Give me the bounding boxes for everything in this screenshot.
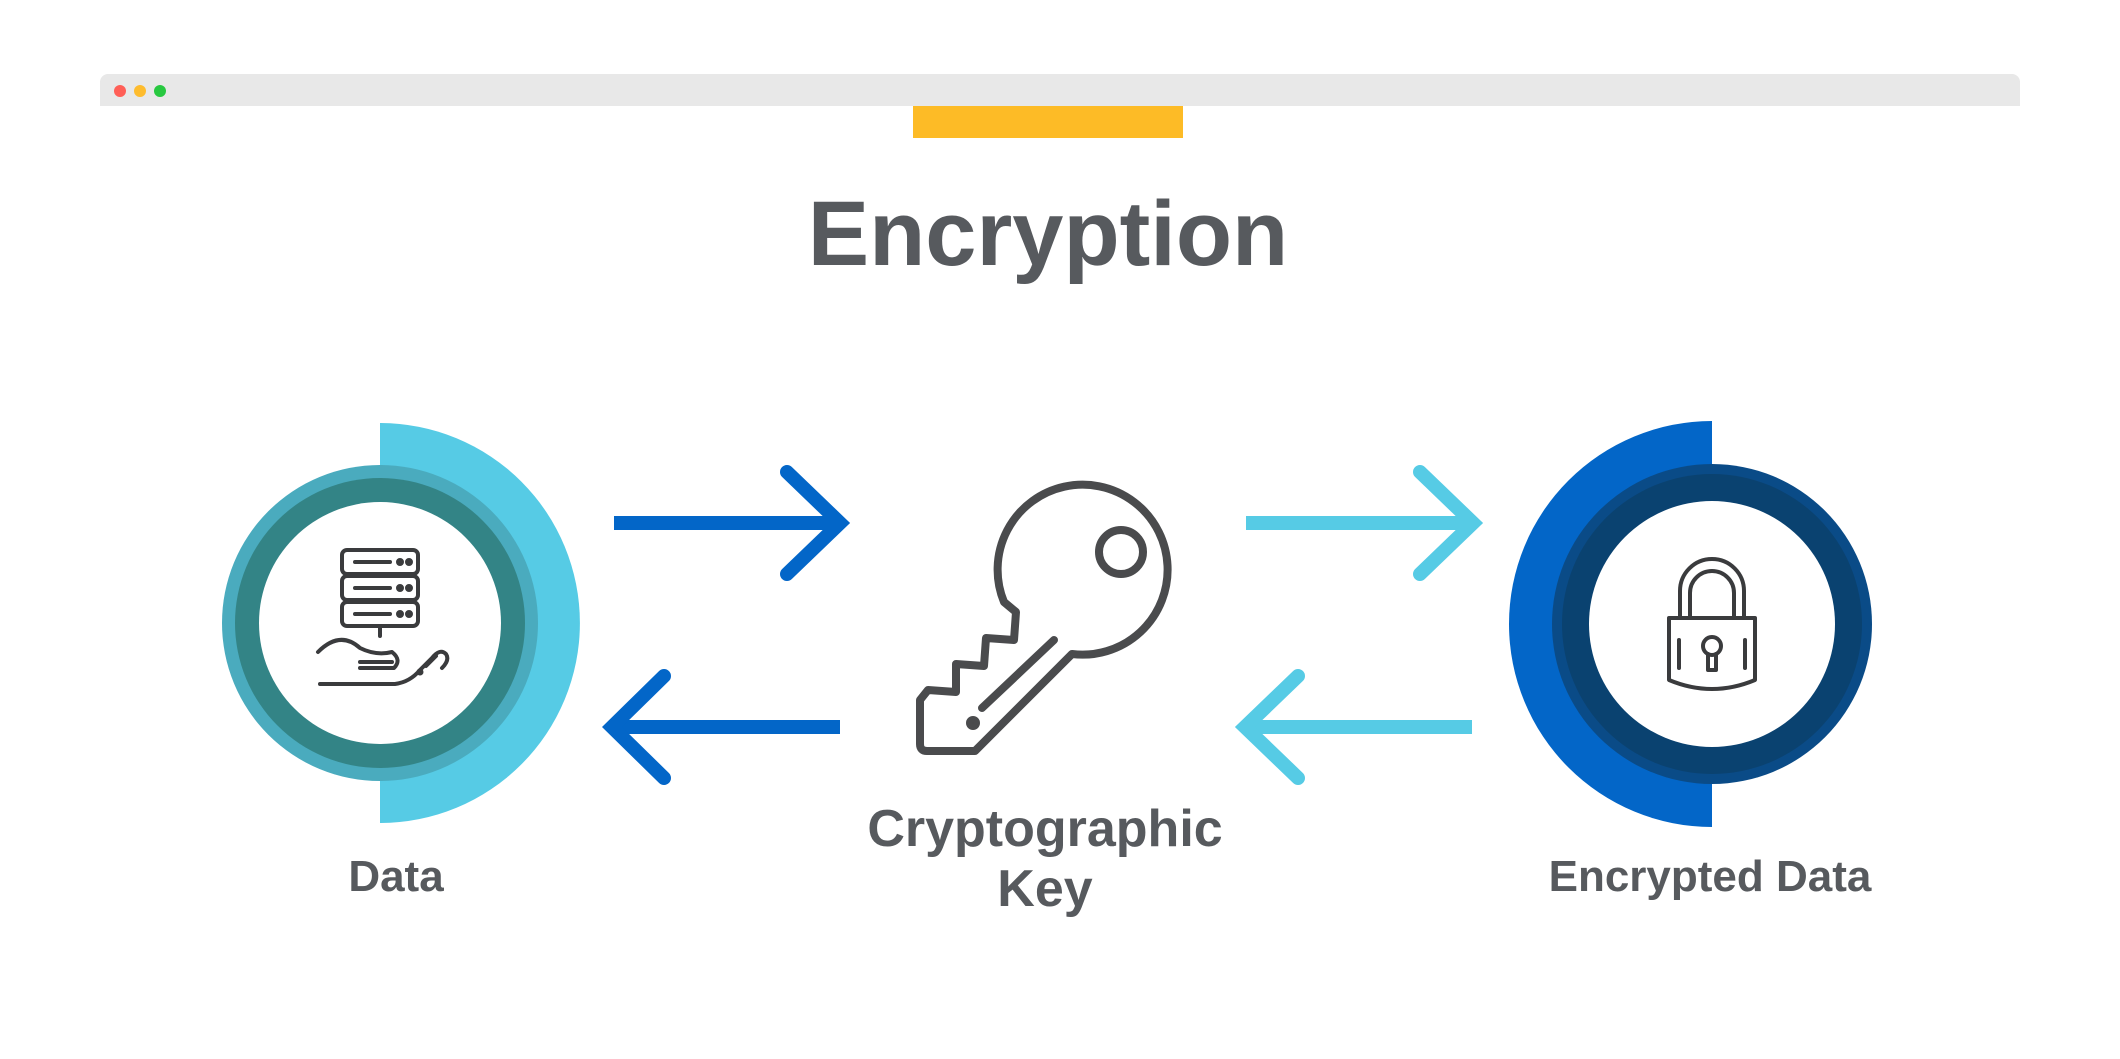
arrow-key-to-data [602,669,840,785]
window-minimize-dot[interactable] [134,85,146,97]
data-node-center [259,502,501,744]
page-title: Encryption [807,183,1289,285]
window-close-dot[interactable] [114,85,126,97]
cryptographic-key-label: Cryptographic Key [800,800,1290,920]
cryptographic-key-label-line2: Key [997,859,1093,918]
arrow-encrypted-to-key [1234,669,1472,785]
encrypted-data-node [1509,421,1872,827]
cryptographic-key-label-line1: Cryptographic [867,800,1223,858]
encrypted-data-label: Encrypted Data [1548,852,1872,901]
key-icon [916,480,1172,755]
browser-title-bar [100,74,2020,106]
arrow-data-to-key [614,465,851,581]
arrow-key-to-encrypted [1246,465,1484,581]
server-hand-icon [316,548,450,686]
padlock-icon [1667,557,1757,691]
data-node [222,423,580,823]
data-label: Data [348,852,444,901]
window-maximize-dot[interactable] [154,85,166,97]
accent-bar [913,106,1183,138]
encrypted-node-center [1589,501,1835,747]
